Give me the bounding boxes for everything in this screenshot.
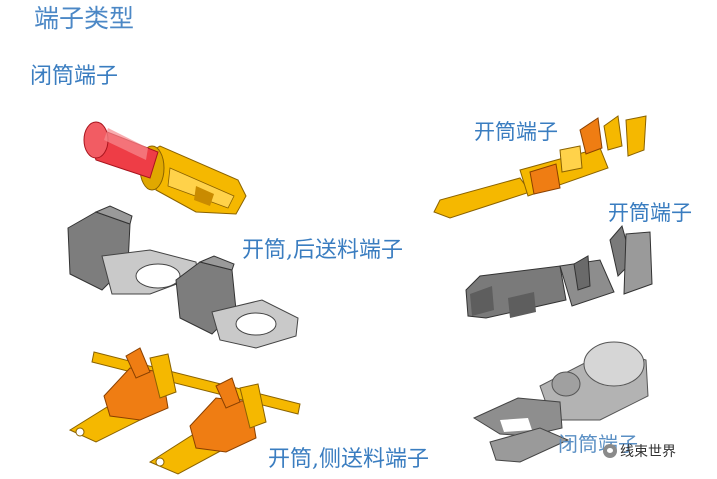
closed-barrel-fork-terminal-image [472, 341, 649, 463]
label-open-side-feed: 开筒,侧送料端子 [268, 447, 429, 472]
watermark: 线束世界 [603, 441, 676, 461]
closed-barrel-terminal-image [83, 121, 247, 215]
label-open-barrel-pin: 开筒端子 [474, 120, 558, 144]
wechat-icon [603, 444, 617, 458]
open-barrel-pin-terminal-image [433, 115, 647, 219]
open-barrel-female-terminal-image [465, 224, 653, 319]
watermark-text: 线束世界 [620, 444, 676, 460]
open-barrel-rear-feed-terminal-image [67, 205, 299, 349]
label-open-barrel-female: 开筒端子 [608, 201, 692, 225]
label-closed-barrel-fork: 闭筒端子 [558, 432, 638, 456]
page-title: 端子类型 [34, 4, 135, 33]
label-closed-barrel: 闭筒端子 [30, 64, 119, 89]
label-open-rear-feed: 开筒,后送料端子 [242, 238, 403, 263]
open-barrel-side-feed-terminal-image [68, 347, 301, 475]
